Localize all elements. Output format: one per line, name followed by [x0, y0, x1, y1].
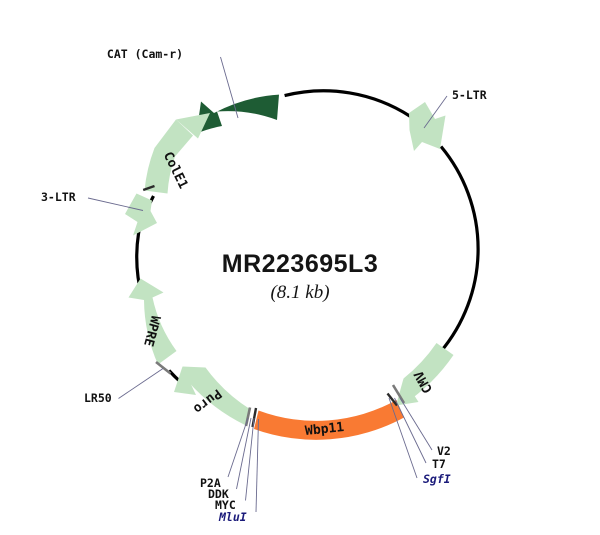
- label-3ltr: 3-LTR: [41, 190, 76, 204]
- label-5ltr: 5-LTR: [452, 88, 487, 102]
- feature-wbp11[interactable]: [254, 400, 404, 440]
- backbone-arc-top: [284, 89, 412, 118]
- leader-3ltr: [87, 197, 144, 211]
- tick-lr50: [155, 360, 172, 375]
- label-cat: CAT (Cam-r): [107, 47, 183, 61]
- leader-5ltr: [423, 95, 448, 129]
- plasmid-size: (8.1 kb): [270, 282, 329, 303]
- feature-3ltr[interactable]: [125, 193, 157, 236]
- leader-cat: [220, 56, 239, 119]
- feature-cole1[interactable]: [142, 113, 210, 194]
- feature-cole1-arrowhead[interactable]: [176, 113, 210, 139]
- feature-cat-arrow[interactable]: [196, 94, 280, 134]
- leader-lines: [87, 56, 448, 513]
- leader-v2: [399, 397, 433, 451]
- feature-cmv-arrow[interactable]: [403, 343, 454, 398]
- leader-lr50: [118, 368, 164, 399]
- feature-cmv[interactable]: [386, 343, 454, 407]
- label-myc: MYC: [215, 498, 236, 512]
- label-lr50: LR50: [84, 391, 112, 405]
- feature-wpre[interactable]: [128, 278, 177, 375]
- feature-3ltr-arrow[interactable]: [125, 193, 157, 236]
- label-p2a: P2A: [200, 476, 221, 490]
- feature-cat[interactable]: [196, 94, 280, 134]
- leader-myc: [245, 417, 255, 501]
- label-ddk: DDK: [208, 487, 229, 501]
- label-wbp11: Wbp11: [304, 420, 345, 439]
- feature-puro-arrow[interactable]: [182, 366, 251, 426]
- feature-puro-arrowhead[interactable]: [174, 366, 196, 396]
- label-mlui: MluI: [218, 510, 247, 524]
- label-t7: T7: [432, 457, 446, 471]
- tick-v2-cluster: [391, 384, 406, 404]
- leader-ddk: [236, 417, 252, 490]
- leader-p2a: [227, 417, 249, 478]
- plasmid-name: MR223695L3: [222, 250, 378, 278]
- tick-cole1-end: [142, 184, 155, 192]
- feature-wbp11-band[interactable]: [254, 400, 404, 440]
- feature-cole1-arrow[interactable]: [144, 119, 194, 194]
- feature-wpre-arrow[interactable]: [128, 278, 177, 365]
- feature-5ltr[interactable]: [409, 102, 446, 151]
- label-v2: V2: [437, 444, 451, 458]
- leader-t7: [394, 397, 427, 464]
- label-sgfi: SgfI: [423, 472, 451, 486]
- leader-mlui: [255, 418, 259, 513]
- feature-5ltr-arrow[interactable]: [409, 102, 446, 151]
- leader-sgfi: [388, 397, 418, 479]
- backbone-arc-right: [439, 145, 480, 354]
- tick-sgfi: [386, 392, 398, 407]
